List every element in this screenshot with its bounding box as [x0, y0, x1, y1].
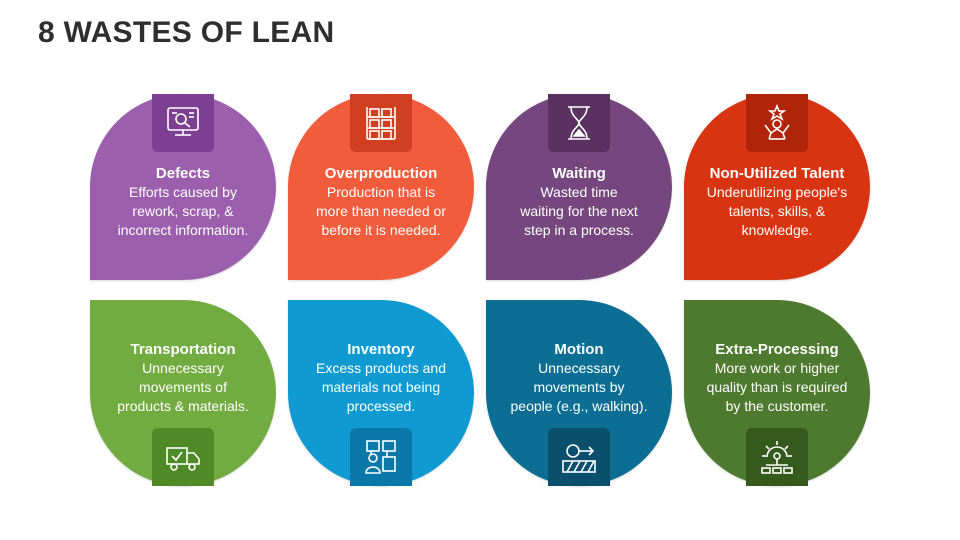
icon-tab [548, 94, 610, 152]
icon-tab [746, 428, 808, 486]
hourglass-icon [568, 106, 590, 140]
icon-tab [152, 94, 214, 152]
card-desc-line: Production that is [326, 184, 436, 200]
card-desc-line: processed. [346, 398, 416, 414]
card-desc-line: talents, skills, & [728, 203, 826, 219]
card-desc-line: more than needed or [316, 203, 446, 219]
defect-inspection-icon [167, 107, 199, 136]
shelves-boxes-icon [366, 107, 396, 140]
waste-card-motion: Motion Unnecessary movements by people (… [486, 300, 672, 486]
card-text: Overproduction Production that is more t… [296, 164, 466, 240]
card-text: Transportation Unnecessary movements of … [98, 340, 268, 416]
card-desc-line: Unnecessary [538, 360, 620, 376]
card-desc-line: by the customer. [725, 398, 829, 414]
card-desc-line: products & materials. [117, 398, 249, 414]
card-desc-line: Wasted time [540, 184, 618, 200]
card-desc-line: Efforts caused by [129, 184, 237, 200]
waste-card-extra-processing: Extra-Processing More work or higher qua… [684, 300, 870, 486]
icon-tab [152, 428, 214, 486]
icon-tab [350, 428, 412, 486]
card-title: Non-Utilized Talent [709, 165, 845, 182]
card-desc-line: Excess products and [316, 360, 446, 376]
card-title: Waiting [552, 165, 606, 182]
card-desc-line: step in a process. [524, 222, 634, 238]
card-title: Overproduction [324, 165, 438, 182]
card-title: Transportation [130, 341, 236, 358]
card-desc-line: Underutilizing people's [706, 184, 848, 200]
card-desc-line: knowledge. [741, 222, 813, 238]
card-desc-line: waiting for the next [520, 203, 638, 219]
card-desc-line: incorrect information. [117, 222, 249, 238]
waste-card-defects: Defects Efforts caused by rework, scrap,… [90, 94, 276, 280]
waste-card-overproduction: Overproduction Production that is more t… [288, 94, 474, 280]
card-title: Motion [554, 341, 604, 358]
card-desc-line: movements by [533, 379, 625, 395]
delivery-truck-icon [166, 447, 200, 471]
card-desc-line: More work or higher [714, 360, 840, 376]
card-desc-line: quality than is required [706, 379, 848, 395]
card-title: Inventory [347, 341, 415, 358]
card-desc-line: people (e.g., walking). [510, 398, 648, 414]
waste-card-inventory: Inventory Excess products and materials … [288, 300, 474, 486]
page-title: 8 WASTES OF LEAN [38, 16, 335, 49]
waste-card-transportation: Transportation Unnecessary movements of … [90, 300, 276, 486]
card-text: Defects Efforts caused by rework, scrap,… [98, 164, 268, 240]
card-text: Extra-Processing More work or higher qua… [692, 340, 862, 416]
card-text: Waiting Wasted time waiting for the next… [494, 164, 664, 240]
card-title: Extra-Processing [715, 341, 839, 358]
card-text: Motion Unnecessary movements by people (… [494, 340, 664, 416]
icon-tab [350, 94, 412, 152]
waste-card-waiting: Waiting Wasted time waiting for the next… [486, 94, 672, 280]
icon-tab [746, 94, 808, 152]
icon-tab [548, 428, 610, 486]
gear-network-icon [761, 441, 793, 474]
conveyor-motion-icon [562, 444, 596, 473]
card-text: Inventory Excess products and materials … [296, 340, 466, 416]
worker-boxes-icon [365, 440, 396, 474]
card-title: Defects [155, 165, 211, 182]
card-desc-line: rework, scrap, & [132, 203, 234, 219]
card-desc-line: Unnecessary [142, 360, 224, 376]
person-star-icon [764, 103, 790, 140]
card-desc-line: materials not being [321, 379, 441, 395]
waste-card-non-utilized-talent: Non-Utilized Talent Underutilizing peopl… [684, 94, 870, 280]
card-text: Non-Utilized Talent Underutilizing peopl… [692, 164, 862, 240]
card-desc-line: movements of [139, 379, 227, 395]
card-desc-line: before it is needed. [321, 222, 441, 238]
